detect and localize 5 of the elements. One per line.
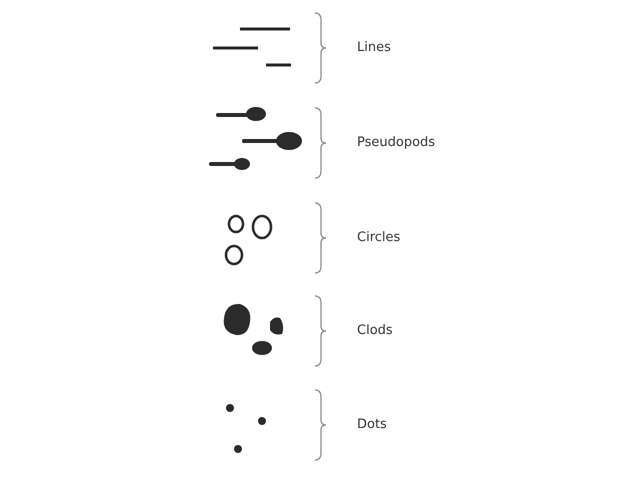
pattern-label: Circles — [357, 230, 400, 246]
pattern-label: Pseudopods — [357, 135, 436, 151]
pattern-label: Clods — [357, 323, 393, 339]
pattern-label: Lines — [357, 40, 391, 56]
pattern-label: Dots — [357, 417, 387, 433]
